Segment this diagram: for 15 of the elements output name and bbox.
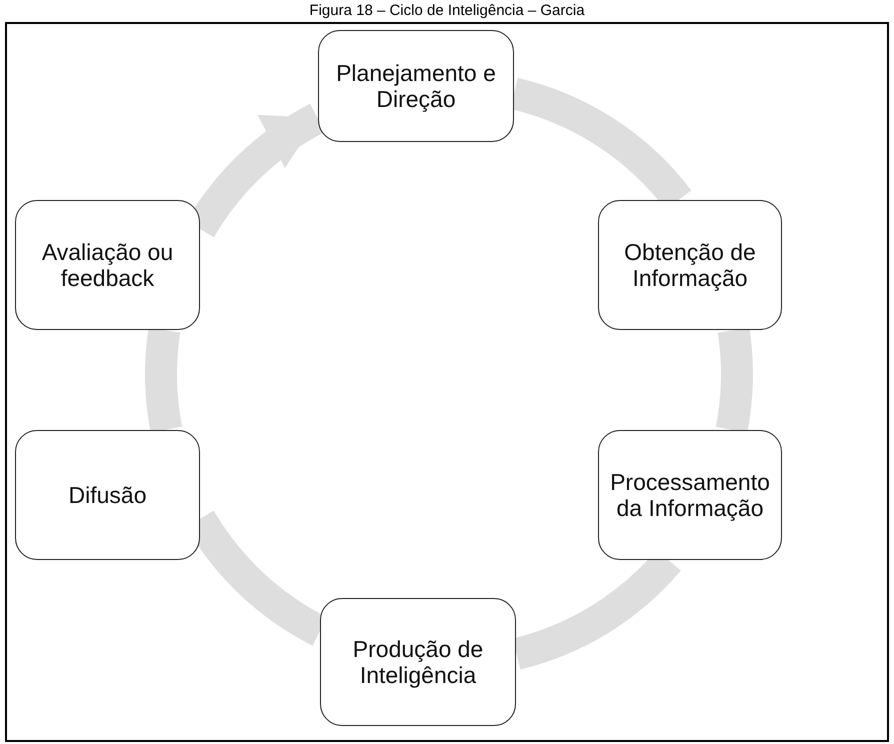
box-label: Processamento da Informação [609, 468, 771, 522]
box-label: Difusão [68, 482, 146, 508]
figure-title: Figura 18 – Ciclo de Inteligência – Garcia [308, 2, 586, 19]
box-label: Produção de Inteligência [352, 636, 484, 688]
ring-segment [716, 328, 753, 432]
ring-segment [145, 328, 182, 432]
process-box [598, 430, 782, 560]
process-box [15, 430, 200, 560]
box-label: Planejamento e Direção [335, 60, 497, 112]
process-box [598, 200, 782, 330]
process-box [320, 598, 516, 726]
box-label: Avaliação ou feedback [40, 238, 174, 292]
process-box [318, 30, 514, 142]
process-box [15, 200, 200, 330]
box-label: Obtenção de Informação [623, 238, 757, 292]
